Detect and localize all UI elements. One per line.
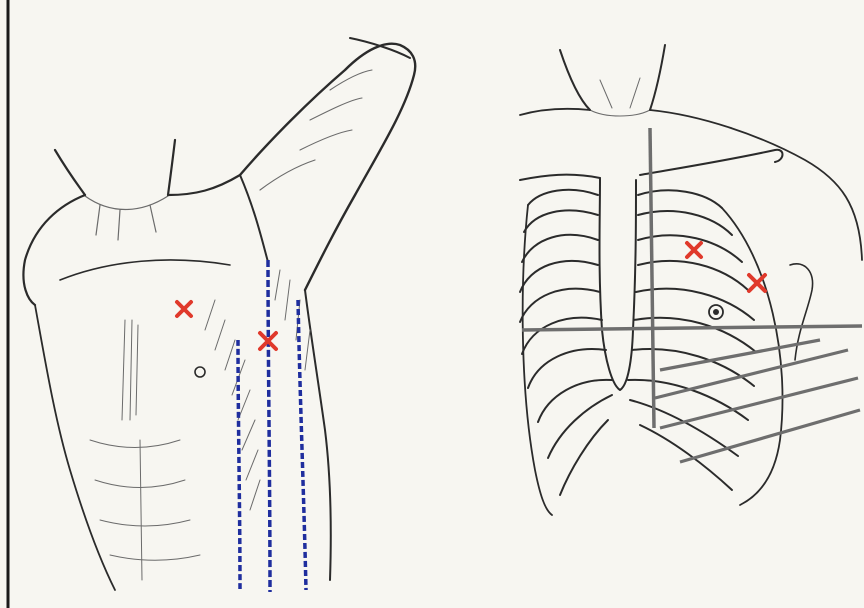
serratus-shading (275, 270, 310, 370)
marker-right-1 (687, 243, 701, 257)
armpit-outline (240, 175, 268, 262)
flank-outline (305, 290, 331, 580)
ribs-side-shading (205, 300, 260, 510)
posterior-axillary-line (298, 300, 306, 590)
mid-axillary-line (268, 260, 270, 592)
arm-shading (260, 70, 372, 190)
forearm-top (350, 38, 410, 58)
abdomen-lines (90, 440, 200, 560)
sternum (600, 178, 637, 390)
axillary-guide-lines (238, 260, 306, 592)
neck-detail-right (590, 78, 650, 116)
marker-right-2 (749, 275, 765, 291)
anterior-axillary-line (238, 340, 240, 590)
right-panel-ribcage (520, 45, 862, 515)
neck-outline-right (560, 45, 665, 110)
right-clavicle (640, 150, 783, 175)
left-clavicle (520, 175, 600, 180)
left-torso-outline (35, 305, 115, 590)
sternum-shading (122, 320, 138, 420)
left-panel-torso (23, 38, 415, 592)
horizontal-reference-line (522, 326, 862, 330)
ribs-left (520, 190, 612, 515)
left-shoulder-outline (23, 195, 85, 305)
neck-outline (55, 140, 175, 195)
diagonal-line-2 (655, 350, 848, 398)
nipple-center-right (713, 309, 719, 315)
marker-left-1 (177, 302, 191, 316)
pectoral-line (60, 260, 230, 280)
linea-alba (140, 440, 142, 580)
right-shoulder-outline (168, 175, 240, 195)
neck-shading (85, 196, 168, 240)
nipple-mark (195, 367, 205, 377)
